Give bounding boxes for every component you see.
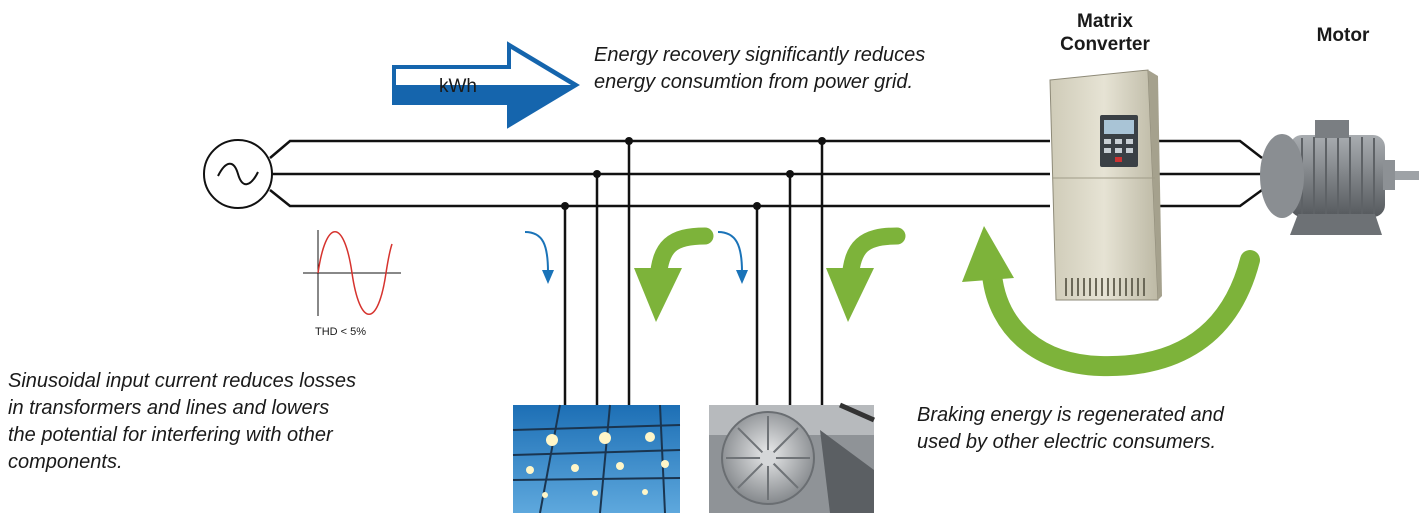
regen-arrow-2 — [826, 227, 906, 322]
motor-image — [1260, 120, 1419, 235]
lighting-image — [512, 404, 681, 513]
energy-recovery-text: Energy recovery significantly reduces en… — [594, 44, 926, 93]
ac-source-icon — [203, 139, 273, 209]
sine-wave-icon — [303, 230, 401, 316]
ventilation-fan-image — [709, 402, 876, 513]
braking-text: Braking energy is regenerated and used b… — [917, 404, 1224, 453]
regen-arrow-1 — [634, 227, 714, 322]
braking-energy-arrow — [962, 226, 1260, 377]
matrix-converter-title: Matrix Converter — [1060, 11, 1150, 55]
sinusoidal-text: Sinusoidal input current reduces losses … — [8, 370, 356, 473]
kwh-label: kWh — [439, 76, 477, 97]
power-lines — [269, 139, 1263, 405]
grid-energy-arrow — [392, 41, 580, 129]
matrix-converter-image — [1049, 69, 1162, 301]
thd-label: THD < 5% — [315, 326, 367, 338]
consumption-arrow-1 — [524, 231, 554, 284]
motor-title: Motor — [1316, 25, 1370, 46]
consumption-arrow-2 — [717, 231, 748, 284]
